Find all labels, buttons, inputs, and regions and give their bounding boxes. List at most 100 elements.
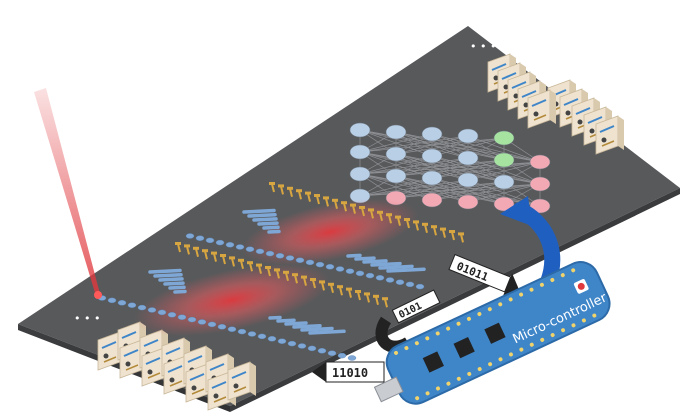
laser-spot xyxy=(94,291,102,299)
electrode-pin xyxy=(307,193,311,202)
electrode-pin xyxy=(406,219,410,229)
mcu-pin xyxy=(446,381,451,386)
nn-connection xyxy=(395,137,505,155)
resonator-dot xyxy=(275,253,285,259)
sensor-panel-trace xyxy=(587,116,603,124)
electrode-pad xyxy=(184,244,190,248)
sensor-panel-trace xyxy=(563,98,579,106)
electrode-pin xyxy=(442,229,446,238)
neural-network xyxy=(349,122,551,214)
resonator-dot xyxy=(287,340,297,347)
electrode-pin xyxy=(258,265,262,274)
sensor-panel-lead xyxy=(601,140,615,147)
resonator-dot xyxy=(225,242,235,248)
resonator-dot xyxy=(117,300,127,306)
waveguide-bar xyxy=(158,277,184,282)
chip-icon xyxy=(453,336,475,359)
nn-node xyxy=(421,148,443,164)
nn-node xyxy=(421,192,443,208)
resonator-dot xyxy=(177,314,187,320)
electrode-pad xyxy=(440,227,446,231)
nn-node xyxy=(457,172,479,188)
mcu-pin xyxy=(571,323,576,328)
sensor-panel-dot xyxy=(523,102,529,108)
resonator-dot xyxy=(215,239,225,246)
sensor-panel-dot xyxy=(191,385,197,391)
electrode-pin xyxy=(276,270,280,279)
resonator-dot xyxy=(307,345,317,352)
mcu-pin xyxy=(540,337,545,342)
sensor-panel-dot xyxy=(493,75,499,81)
mcu-pin xyxy=(581,318,586,323)
electrode-pin xyxy=(240,260,244,270)
resonator-dot xyxy=(265,250,275,257)
electrode-pin xyxy=(298,190,302,200)
waveguide-bar xyxy=(370,261,402,267)
mcu-pin xyxy=(456,321,461,326)
sensor-panel-lead xyxy=(147,372,161,379)
electrode-pin xyxy=(366,294,370,303)
waveguide-bar xyxy=(242,208,276,214)
usb-connector-icon xyxy=(373,376,404,403)
electrode-pad xyxy=(296,189,302,193)
electrode-pad xyxy=(395,215,401,219)
sensor-panel-trace xyxy=(491,63,507,71)
nn-connection xyxy=(467,183,541,203)
resonator-dot xyxy=(247,331,257,337)
nn-connection xyxy=(395,183,541,199)
nn-node xyxy=(493,130,515,146)
nn-node xyxy=(493,174,515,190)
electrode-pad xyxy=(229,256,235,260)
laser-beam-icon xyxy=(34,88,100,296)
waveguide-bar xyxy=(362,259,388,264)
electrode-pin xyxy=(294,274,298,284)
nn-connection xyxy=(431,183,541,201)
electrode-pin xyxy=(321,282,325,291)
resonator-dot xyxy=(295,257,305,263)
electrode-pin xyxy=(177,243,181,253)
sensor-panel-trace xyxy=(531,99,547,107)
electrode-pad xyxy=(220,254,226,257)
mcu-pin xyxy=(592,313,597,318)
sensor-panel-side xyxy=(618,116,624,150)
electrode-pad xyxy=(364,292,370,296)
resonator-dot xyxy=(355,270,365,277)
electrode-pad xyxy=(359,206,365,209)
electrode-pad xyxy=(287,186,293,190)
resonator-dot xyxy=(245,246,255,252)
sensor-panel-trace xyxy=(231,371,247,379)
electrode-pin xyxy=(312,279,316,289)
sensor-panel-dot xyxy=(213,393,219,399)
sensor-panel-trace xyxy=(187,355,203,363)
electrode-pad xyxy=(422,222,428,226)
mcu-pin xyxy=(508,352,513,357)
optical-field-glow-upper xyxy=(241,198,419,266)
waveguide-bar xyxy=(173,289,187,294)
electrode-pad xyxy=(238,258,244,262)
electrode-pad xyxy=(458,232,464,236)
resonator-dot xyxy=(127,302,137,308)
waveguide-bar xyxy=(284,321,308,326)
nn-node xyxy=(457,150,479,166)
sensor-panels-top xyxy=(487,53,624,155)
reset-button-dot xyxy=(577,282,585,290)
electrode-pad xyxy=(355,290,361,293)
mcu-pin xyxy=(519,347,524,352)
nn-node xyxy=(421,126,443,142)
nn-node xyxy=(457,128,479,144)
mcu-pin xyxy=(519,292,524,297)
nn-connection xyxy=(359,179,469,197)
mcu-pin xyxy=(488,362,493,367)
electrode-pad xyxy=(305,191,311,195)
resonator-dot xyxy=(375,275,385,281)
electrode-pad xyxy=(301,275,307,279)
electrode-pad xyxy=(332,198,338,202)
electrode-pin xyxy=(204,250,208,260)
nn-node xyxy=(385,146,407,162)
mcu-pin xyxy=(467,371,472,376)
nn-connection xyxy=(359,157,469,175)
electrode-pad xyxy=(346,287,352,291)
electrode-pin xyxy=(415,222,419,231)
mcu-pin xyxy=(498,357,503,362)
resonator-dot xyxy=(217,324,227,330)
